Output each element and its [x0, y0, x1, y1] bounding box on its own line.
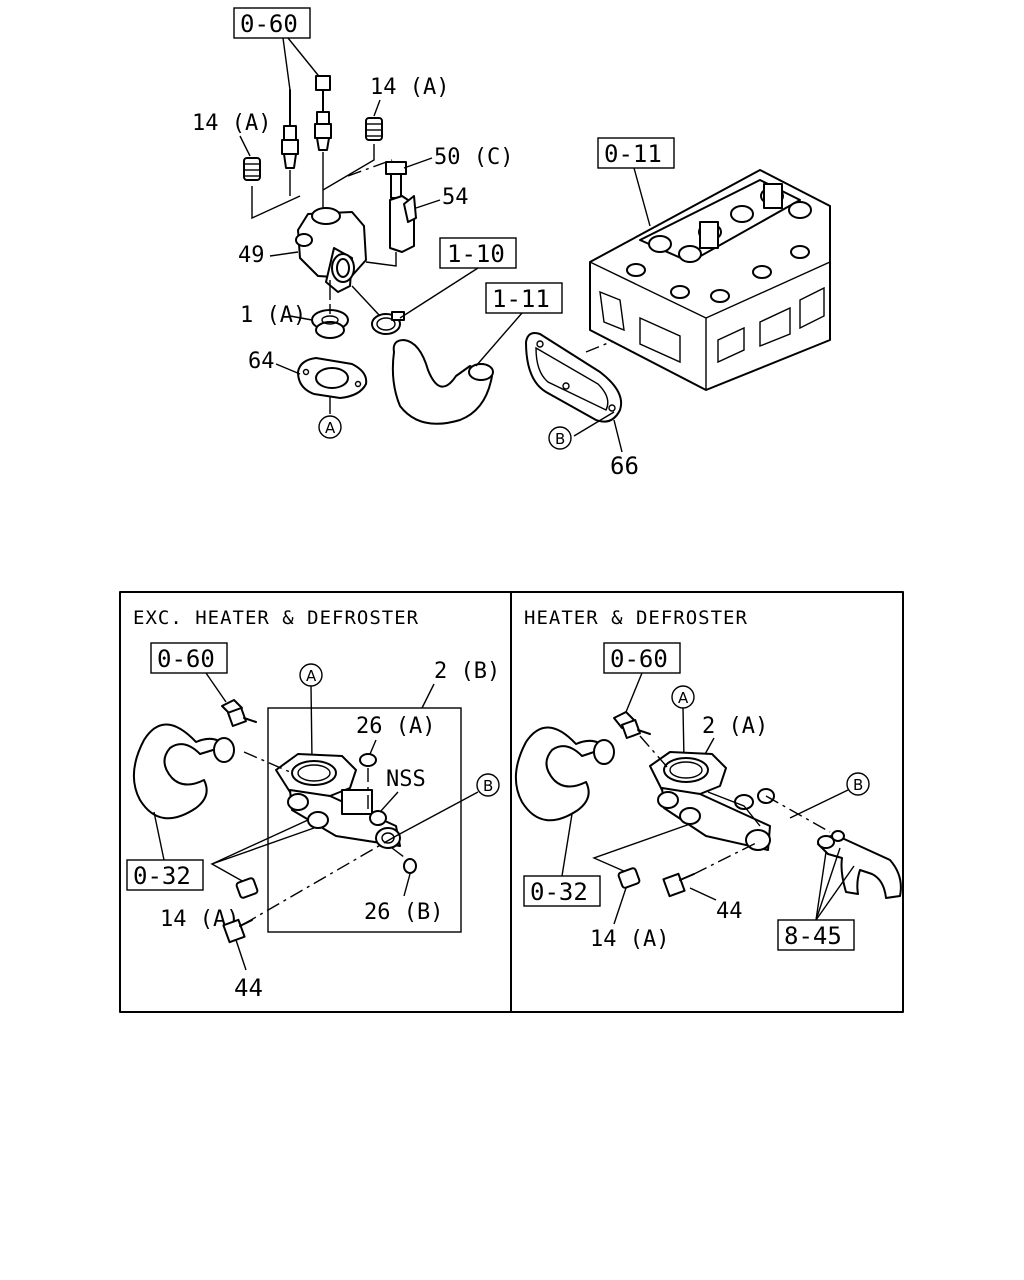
- label-parts-p64: 64: [248, 349, 275, 374]
- label-markers-a: A: [325, 419, 336, 437]
- label-parts-p14a: 14 (A): [192, 111, 271, 136]
- ref-box-8-45: 8-45: [777, 919, 855, 951]
- label-panels-left_caption: EXC. HEATER & DEFROSTER: [133, 607, 419, 629]
- label-refs-r032: 0-32: [530, 878, 588, 906]
- ref-box-1-10: 1-10: [439, 237, 517, 269]
- label-markers-b: B: [555, 430, 565, 448]
- sensor-right-panel: [613, 711, 651, 739]
- label-parts-p14a: 14 (A): [370, 75, 449, 100]
- label-refs-r032: 0-32: [133, 862, 191, 890]
- hose-1-11: [391, 339, 494, 425]
- plug-26a: [359, 753, 377, 767]
- label-parts-p26a: 26 (A): [356, 714, 435, 739]
- housing-2b: [275, 753, 401, 849]
- marker-b-top: B: [548, 426, 572, 450]
- marker-b-left: B: [476, 773, 500, 797]
- nss-inset-box: [267, 707, 462, 933]
- thermostat-1a: [311, 304, 349, 339]
- label-refs-r111: 1-11: [492, 285, 550, 313]
- label-parts-p54: 54: [442, 185, 469, 210]
- sensor-left-panel: [221, 699, 257, 727]
- thermostat-housing-49: [295, 207, 367, 293]
- hose-0-32-left: [132, 723, 235, 820]
- hose-0-32-right: [514, 726, 615, 822]
- plug-14a-right-panel: [617, 867, 641, 889]
- gasket-66: [525, 332, 622, 423]
- label-parts-nss: NSS: [386, 767, 426, 792]
- label-refs-r060: 0-60: [240, 10, 298, 38]
- marker-b-right: B: [846, 772, 870, 796]
- ref-box-0-32-left: 0-32: [126, 859, 204, 891]
- cylinder-head: [589, 169, 831, 391]
- label-parts-p1a: 1 (A): [240, 303, 306, 328]
- ref-box-0-32-right: 0-32: [523, 875, 601, 907]
- label-markers-a: A: [306, 667, 317, 685]
- panel-heater-defroster: HEATER & DEFROSTER 0-60 0-32 A 2 (A): [514, 607, 902, 952]
- label-refs-r060: 0-60: [157, 645, 215, 673]
- marker-a-top: A: [318, 415, 342, 439]
- label-markers-b: B: [853, 776, 863, 794]
- label-panels-right_caption: HEATER & DEFROSTER: [524, 607, 748, 629]
- bracket-54: [389, 195, 417, 253]
- temperature-sensor-right: [314, 75, 332, 151]
- label-markers-b: B: [483, 777, 493, 795]
- ref-box-0-60-right: 0-60: [603, 642, 681, 674]
- marker-a-left: A: [299, 663, 323, 687]
- label-refs-r110: 1-10: [447, 240, 505, 268]
- label-refs-r011: 0-11: [604, 140, 662, 168]
- bolt-44-left: [222, 918, 253, 944]
- bolt-50c: [385, 161, 407, 199]
- label-parts-p14a: 14 (A): [590, 927, 669, 952]
- plug-14a-right: [365, 117, 383, 141]
- plug-26b: [403, 858, 417, 874]
- label-parts-p2a: 2 (A): [702, 714, 768, 739]
- label-parts-p49: 49: [238, 243, 265, 268]
- label-parts-p66: 66: [610, 452, 639, 480]
- ref-box-0-60-top: 0-60: [233, 7, 311, 39]
- label-parts-p26b: 26 (B): [364, 900, 443, 925]
- label-parts-p50c: 50 (C): [434, 145, 513, 170]
- label-parts-p44: 44: [716, 899, 743, 924]
- plug-14a-left-panel: [235, 877, 259, 899]
- label-refs-r060: 0-60: [610, 645, 668, 673]
- label-parts-p2b: 2 (B): [434, 659, 500, 684]
- ref-box-0-60-left: 0-60: [150, 642, 228, 674]
- housing-2a: [649, 751, 775, 851]
- panel-exc-heater-defroster: EXC. HEATER & DEFROSTER 0-60 0-32 2 (B) …: [126, 607, 500, 1002]
- marker-a-right: A: [671, 685, 695, 709]
- label-refs-r845: 8-45: [784, 922, 842, 950]
- heater-pipe-8-45: [817, 830, 902, 899]
- bolt-44-right: [662, 872, 695, 898]
- ref-box-0-11: 0-11: [597, 137, 675, 169]
- temperature-sensor-left: [281, 89, 299, 169]
- hose-clamp: [371, 311, 405, 335]
- upper-assembly: 0-60 14 (A) 14 (A): [192, 7, 831, 480]
- gasket-64: [297, 357, 368, 399]
- label-markers-a: A: [678, 689, 689, 707]
- ref-box-1-11: 1-11: [485, 282, 563, 314]
- label-parts-p44: 44: [234, 974, 263, 1002]
- detail-panel-frame: [119, 591, 904, 1013]
- plug-14a-left: [243, 157, 261, 181]
